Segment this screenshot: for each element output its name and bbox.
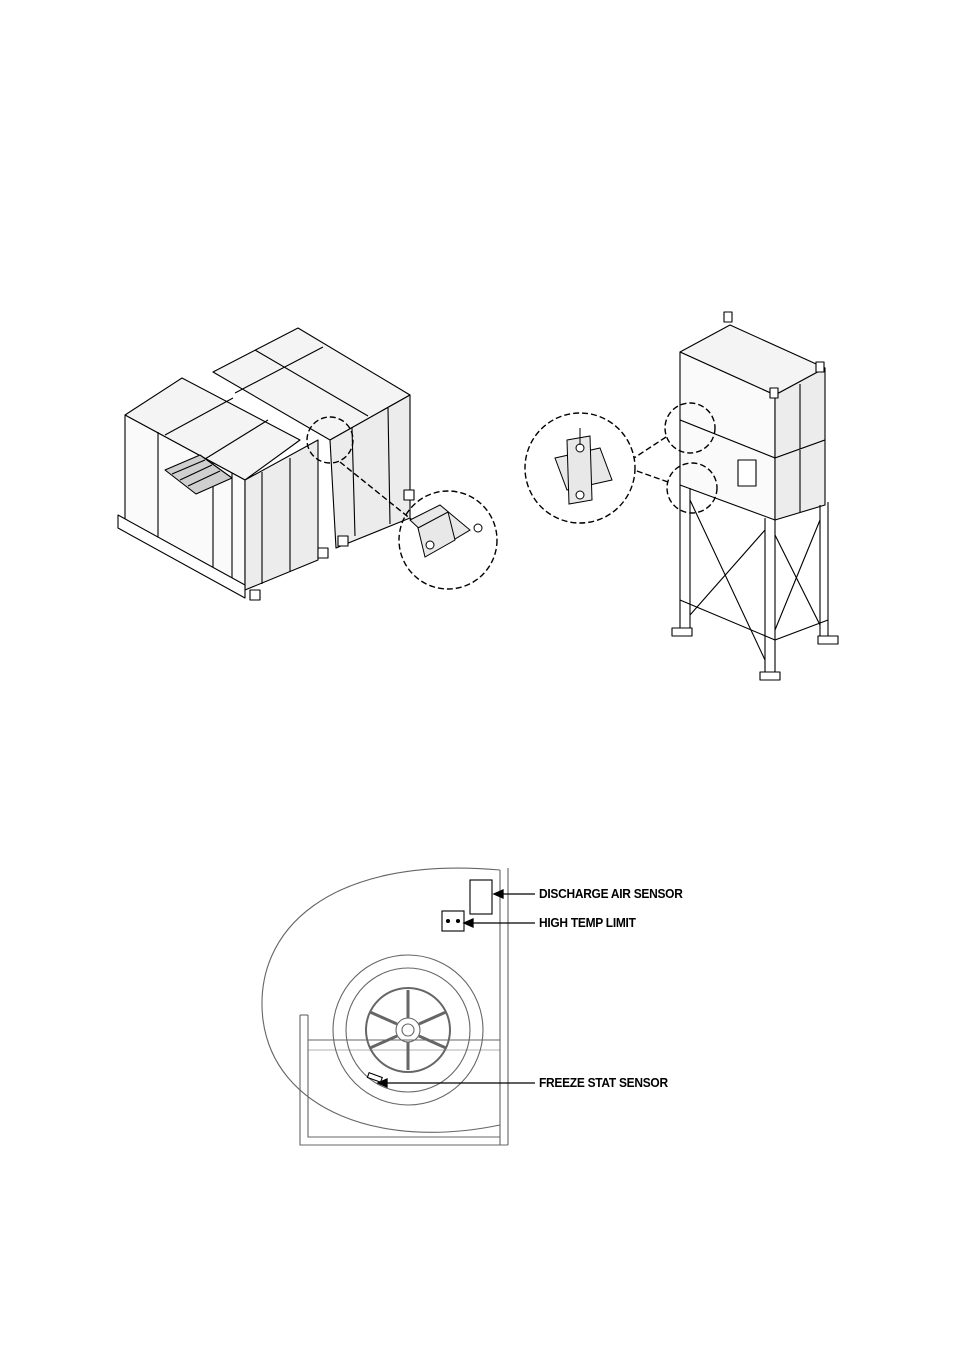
stand-frame <box>680 485 828 675</box>
stand-bracket-detail <box>555 428 612 504</box>
bracket-detail <box>410 505 482 557</box>
fan-scroll <box>262 868 500 1132</box>
fan-spokes <box>370 990 446 1070</box>
high-temp-limit-box <box>442 911 464 931</box>
freeze-stat-sensor-mark <box>367 1073 382 1082</box>
sensors <box>367 880 492 1082</box>
unit-assembly <box>118 328 414 600</box>
stand-assembly <box>672 312 838 680</box>
discharge-air-sensor-label: DISCHARGE AIR SENSOR <box>539 886 683 901</box>
freeze-stat-sensor-label: FREEZE STAT SENSOR <box>539 1075 668 1090</box>
high-temp-limit-label: HIGH TEMP LIMIT <box>539 915 636 930</box>
discharge-air-sensor-box <box>470 880 492 914</box>
